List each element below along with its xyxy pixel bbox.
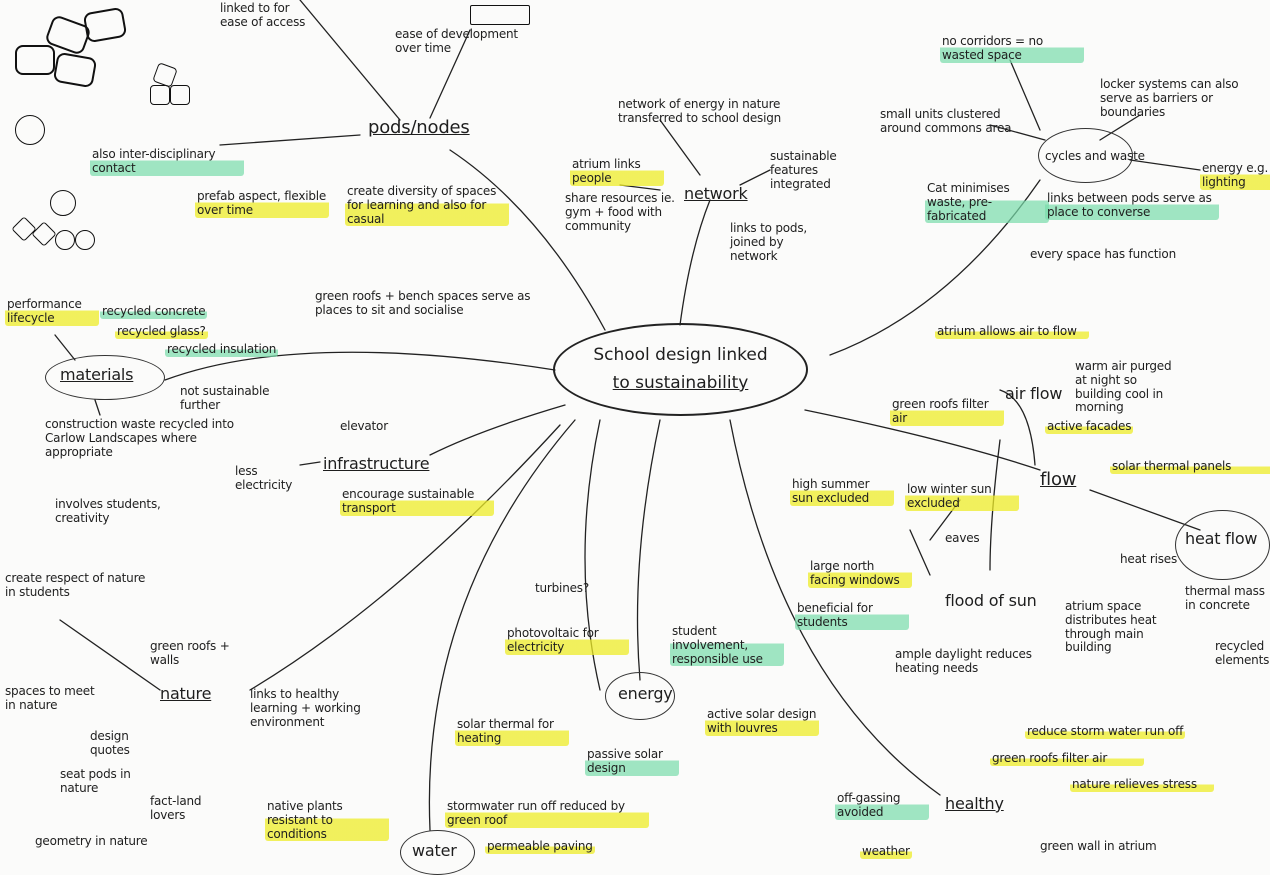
links-pods-note: links to pods, joined by network: [730, 221, 807, 263]
locker-note: locker systems can also serve as barrier…: [1100, 77, 1239, 119]
weather-note: weather: [860, 844, 912, 859]
spaces-meet-note: spaces to meet in nature: [5, 684, 95, 712]
design-quotes-note: design quotes: [90, 729, 130, 757]
elevator-note: elevator: [340, 419, 388, 433]
turbines-note: turbines?: [535, 581, 590, 595]
heat-flow-label: heat flow: [1185, 529, 1258, 548]
nature-stress-note: nature relieves stress: [1070, 777, 1214, 792]
active-solar-note: active solar design with louvres: [705, 707, 819, 736]
not-sustainable-note: not sustainable further: [180, 384, 270, 412]
involves-students-note: involves students, creativity: [55, 497, 161, 525]
pods-label: pods/nodes: [368, 117, 470, 138]
low-winter-note: low winter sun excluded: [905, 482, 1019, 511]
small-units-note: small units clustered around commons are…: [880, 107, 1012, 135]
recycled-concrete-note: recycled concrete: [100, 304, 208, 319]
native-plants-note: native plants resistant to conditions: [265, 799, 389, 842]
central-topic-bubble: School design linked to sustainability: [553, 323, 808, 416]
green-wall-note: green wall in atrium: [1040, 839, 1157, 853]
central-topic-line2: to sustainability: [612, 373, 749, 393]
atrium-links-note: atrium links people: [570, 157, 664, 186]
roofs-socialise-note: green roofs + bench spaces serve as plac…: [315, 289, 531, 317]
network-energy-note: network of energy in nature transferred …: [618, 97, 782, 125]
materials-label: materials: [60, 365, 134, 384]
ample-daylight-note: ample daylight reduces heating needs: [895, 647, 1032, 675]
share-resources-note: share resources ie. gym + food with comm…: [565, 191, 675, 233]
performance-note: performance lifecycle: [5, 297, 99, 326]
reduce-storm-note: reduce storm water run off: [1025, 724, 1186, 739]
fact-land-note: fact-land lovers: [150, 794, 202, 822]
no-corridors-note: no corridors = no wasted space: [940, 34, 1084, 63]
green-roofs-walls-note: green roofs + walls: [150, 639, 230, 667]
inter-note: also inter-disciplinary contact: [90, 147, 244, 176]
active-facades-note: active facades: [1045, 419, 1134, 434]
high-summer-note: high summer sun excluded: [790, 477, 894, 506]
healthy-learning-note: links to healthy learning + working envi…: [250, 687, 361, 729]
energy-hub: [605, 672, 675, 720]
ease-note: ease of development over time: [395, 27, 518, 55]
recycled-elements-note: recycled elements: [1215, 639, 1270, 667]
sustain-features-note: sustainable features integrated: [770, 149, 837, 191]
recycled-insulation-note: recycled insulation: [165, 342, 279, 357]
seat-pods-note: seat pods in nature: [60, 767, 131, 795]
respect-nature-note: create respect of nature in students: [5, 571, 146, 599]
large-windows-note: large north facing windows: [808, 559, 912, 588]
air-flow-label: air flow: [1005, 384, 1063, 403]
heat-rises-note: heat rises: [1120, 552, 1178, 566]
geometry-note: geometry in nature: [35, 834, 148, 848]
recycled-glass-note: recycled glass?: [115, 324, 208, 339]
green-roofs-filter-note: green roofs filter air: [890, 397, 1004, 426]
permeable-paving-note: permeable paving: [485, 839, 595, 854]
atrium-distributes-note: atrium space distributes heat through ma…: [1065, 599, 1157, 655]
thermal-mass-note: thermal mass in concrete: [1185, 584, 1265, 612]
energy-label: energy: [618, 684, 673, 703]
green-roofs-air-note: green roofs filter air: [990, 751, 1144, 766]
flow-label: flow: [1040, 469, 1077, 490]
water-label: water: [412, 841, 457, 860]
cycles-hub: [1038, 128, 1133, 183]
healthy-label: healthy: [945, 794, 1004, 813]
network-label: network: [684, 184, 748, 203]
passive-solar-note: passive solar design: [585, 747, 679, 776]
diversity-note: create diversity of spaces for learning …: [345, 184, 509, 227]
flood-of-sun-label: flood of sun: [945, 591, 1037, 610]
cycles-label: cycles and waste: [1045, 149, 1145, 163]
nature-label: nature: [160, 684, 212, 703]
off-gassing-note: off-gassing avoided: [835, 791, 929, 820]
energy-lighting-note: energy e.g. lighting: [1200, 161, 1270, 190]
student-involvement-note: student involvement, responsible use: [670, 624, 784, 667]
prefab-note: prefab aspect, flexible over time: [195, 189, 329, 218]
beneficial-note: beneficial for students: [795, 601, 909, 630]
eaves-note: eaves: [945, 531, 980, 545]
solar-thermal-heating-note: solar thermal for heating: [455, 717, 569, 746]
links-between-note: links between pods serve as place to con…: [1045, 191, 1219, 220]
top-left-note: linked to for ease of access: [220, 1, 306, 29]
less-electricity-note: less electricity: [235, 464, 293, 492]
warm-air-note: warm air purged at night so building coo…: [1075, 359, 1172, 415]
photovoltaic-note: photovoltaic for electricity: [505, 626, 629, 655]
every-space-note: every space has function: [1030, 247, 1176, 261]
cat-waste-note: Cat minimises waste, pre-fabricated: [925, 181, 1049, 224]
infrastructure-label: infrastructure: [323, 454, 430, 473]
central-topic-line1: School design linked: [593, 345, 768, 365]
construction-waste-note: construction waste recycled into Carlow …: [45, 417, 234, 459]
solar-thermal-panels-note: solar thermal panels: [1110, 459, 1270, 474]
stormwater-note: stormwater run off reduced by green roof: [445, 799, 649, 828]
materials-hub: [45, 355, 165, 400]
atrium-allows-note: atrium allows air to flow: [935, 324, 1089, 339]
transport-note: encourage sustainable transport: [340, 487, 494, 516]
